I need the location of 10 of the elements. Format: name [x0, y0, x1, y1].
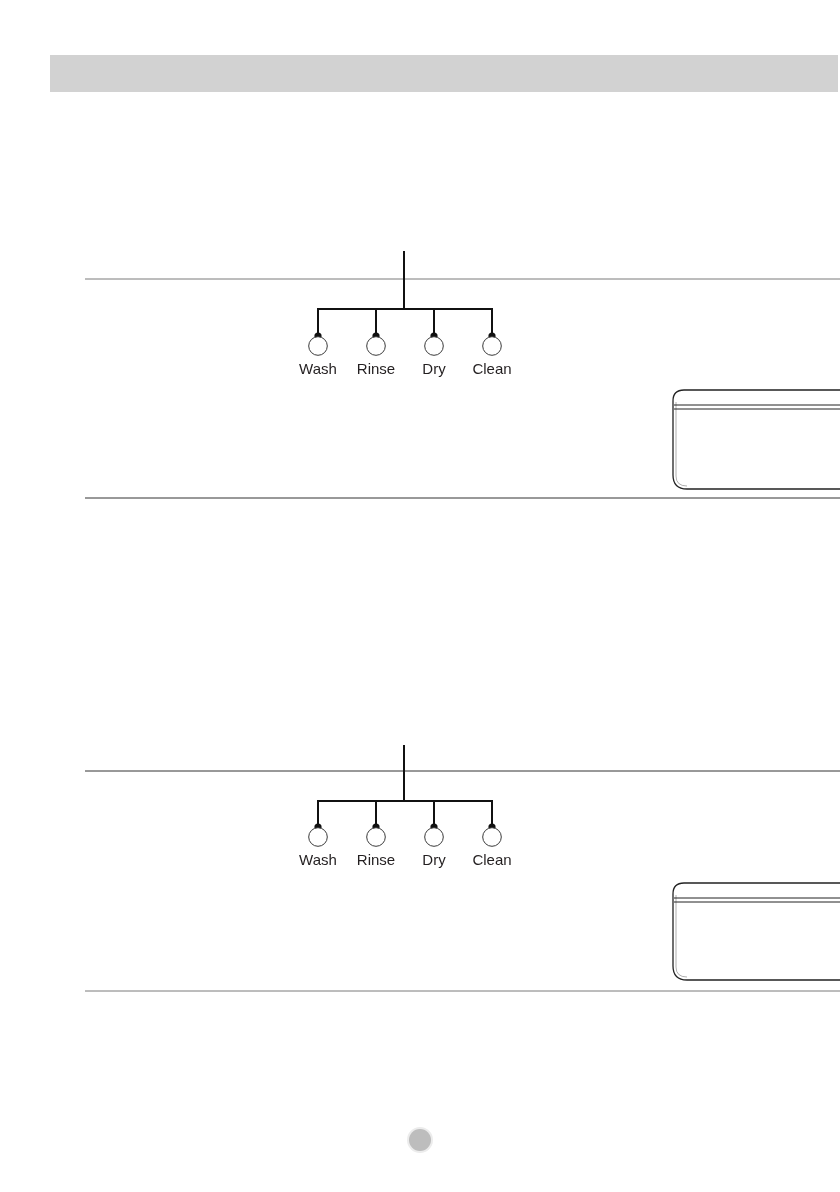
connector-line	[403, 744, 496, 831]
mode-label: Clean	[472, 360, 512, 377]
mode-label: Rinse	[356, 851, 396, 868]
mode-label: Clean	[472, 851, 512, 868]
mode-label: Rinse	[356, 360, 396, 377]
mode-label: Dry	[422, 360, 446, 377]
mode-label: Wash	[299, 360, 337, 377]
connector-line	[403, 250, 496, 340]
mode-label: Dry	[422, 851, 446, 868]
mode-label: Wash	[299, 851, 337, 868]
